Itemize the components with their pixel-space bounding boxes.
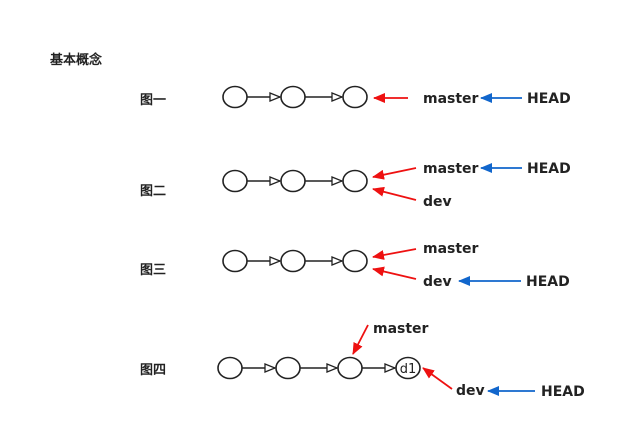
master-pointer-arrow (372, 248, 417, 260)
commit-node (217, 356, 243, 380)
master-label: master (423, 241, 479, 257)
commit-node (222, 85, 248, 109)
commit-node (280, 249, 306, 273)
commit-node (337, 356, 363, 380)
figure-1-label: 图一 (140, 93, 166, 108)
head-label: HEAD (527, 161, 571, 177)
commit-node (342, 169, 368, 193)
master-label: master (423, 91, 479, 107)
commit-node (222, 169, 248, 193)
commit-node (280, 169, 306, 193)
figure-2: 图二 master HEAD dev (140, 161, 571, 210)
figure-2-label: 图二 (140, 184, 166, 199)
commit-node (222, 249, 248, 273)
figure-1: 图一 master HEAD (140, 85, 571, 109)
master-label: master (373, 321, 429, 337)
dev-pointer-arrow (372, 186, 417, 201)
commit-node (275, 356, 301, 380)
master-label: master (423, 161, 479, 177)
figure-4: 图四 d1 master dev HEAD (140, 321, 585, 400)
commit-node-d1 (395, 356, 421, 380)
dev-label: dev (456, 383, 485, 399)
diagram-title: 基本概念 (49, 52, 102, 68)
commit-node (342, 85, 368, 109)
commit-node (342, 249, 368, 273)
master-pointer-arrow (352, 324, 369, 355)
head-label: HEAD (526, 274, 570, 290)
head-label: HEAD (541, 384, 585, 400)
dev-label: dev (423, 194, 452, 210)
commit-node-d1-label: d1 (400, 362, 417, 377)
dev-pointer-arrow (372, 266, 417, 280)
commit-node (280, 85, 306, 109)
head-label: HEAD (527, 91, 571, 107)
master-pointer-arrow (372, 167, 417, 180)
figure-4-label: 图四 (140, 363, 166, 378)
figure-3: 图三 master dev HEAD (140, 241, 570, 290)
figure-3-label: 图三 (140, 263, 166, 278)
dev-pointer-arrow (422, 367, 453, 390)
dev-label: dev (423, 274, 452, 290)
